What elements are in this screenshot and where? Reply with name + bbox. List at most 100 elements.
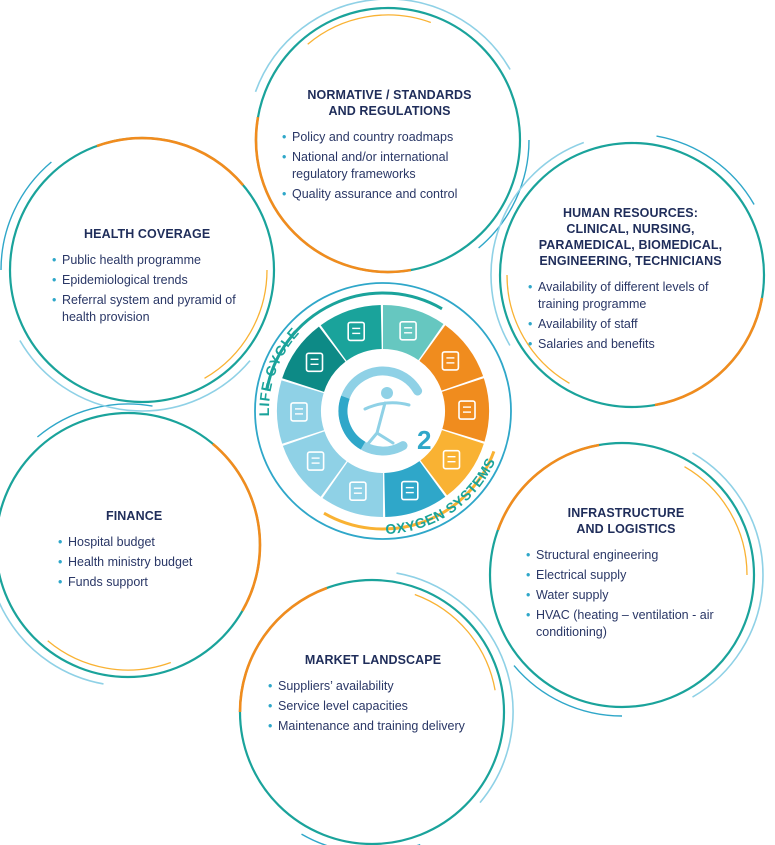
ring-accent-arc (211, 442, 262, 612)
title-line: INFRASTRUCTURE (567, 506, 685, 520)
ring-outer-arc (0, 602, 104, 685)
pillar-title: HEALTH COVERAGE (52, 226, 257, 242)
icon-body (442, 449, 461, 470)
icon-body (305, 352, 324, 373)
pillar-title: MARKET LANDSCAPE (268, 652, 478, 668)
pillar-market: MARKET LANDSCAPE Suppliers’ availability… (268, 652, 478, 738)
list-item: Funds support (58, 574, 238, 591)
icon-body (347, 321, 366, 342)
ring-inner-arc (684, 466, 748, 576)
ring-outer-arc (513, 665, 623, 717)
figure-body-icon (363, 401, 411, 447)
o2-subscript: 2 (417, 425, 431, 455)
list-item: Availability of different levels of trai… (528, 279, 733, 313)
wheel-segment (277, 380, 325, 444)
list-item: Epidemiological trends (52, 272, 257, 289)
handshake-icon (458, 400, 476, 420)
ring-accent-arc (254, 116, 412, 274)
ring-outer-arc (396, 572, 514, 804)
title-line: AND REGULATIONS (328, 104, 451, 118)
pillar-human-resources: HUMAN RESOURCES: CLINICAL, NURSING, PARA… (528, 205, 733, 356)
ring-accent-arc (96, 136, 245, 187)
list-item: Availability of staff (528, 316, 733, 333)
pillar-title: INFRASTRUCTURE AND LOGISTICS (526, 505, 726, 537)
wheel-orange-arc (323, 450, 496, 531)
pillar-items: Suppliers’ availability Service level ca… (268, 678, 478, 735)
icon-body (441, 351, 460, 371)
wheel-teal-arc (265, 291, 443, 391)
ring-outer-arc (19, 340, 251, 412)
clipboard-icon (399, 320, 417, 341)
wheel-segment (383, 305, 444, 361)
ring-inner-arc (307, 14, 432, 45)
icon-body (349, 481, 367, 502)
boxes-icon (441, 351, 460, 371)
wheel-segment (282, 431, 347, 497)
pillar-ring (0, 136, 276, 412)
list-item: Public health programme (52, 252, 257, 269)
ring-inner-arc (506, 274, 570, 384)
pillar-normative: NORMATIVE / STANDARDS AND REGULATIONS Po… (282, 87, 497, 206)
list-item: Quality assurance and control (282, 186, 497, 203)
ring-outer-arc (301, 833, 421, 845)
title-line: NORMATIVE / STANDARDS (307, 88, 472, 102)
ring-accent-arc (238, 586, 328, 713)
ring-outer-arc (656, 135, 755, 205)
wheel-segment (322, 461, 383, 518)
magnifier-icon (347, 321, 366, 342)
figure-head-icon (381, 387, 393, 399)
icon-body (458, 400, 476, 420)
pillar-infrastructure: INFRASTRUCTURE AND LOGISTICS Structural … (526, 505, 726, 644)
pillar-items: Policy and country roadmaps National and… (282, 129, 497, 203)
list-item: Policy and country roadmaps (282, 129, 497, 146)
pillar-title: NORMATIVE / STANDARDS AND REGULATIONS (282, 87, 497, 119)
ring-outer-arc (692, 452, 764, 698)
wheel-segment (384, 461, 446, 517)
list-item: Service level capacities (268, 698, 478, 715)
pillar-items: Public health programme Epidemiological … (52, 252, 257, 326)
list-item: Referral system and pyramid of health pr… (52, 292, 257, 326)
list-item: Structural engineering (526, 547, 726, 564)
ring-outer-arc (36, 403, 153, 438)
ring-outer-arc (478, 139, 530, 249)
list-item: Health ministry budget (58, 554, 238, 571)
pillar-items: Structural engineering Electrical supply… (526, 547, 726, 641)
ring-outer-arc (0, 161, 52, 271)
title-line: HEALTH COVERAGE (84, 227, 211, 241)
title-line: AND LOGISTICS (576, 522, 676, 536)
icon-body (290, 402, 308, 422)
ring-inner-arc (47, 640, 172, 671)
pillar-items: Availability of different levels of trai… (528, 279, 733, 353)
ring-outer-arc (254, 0, 511, 93)
pillar-health-coverage: HEALTH COVERAGE Public health programme … (52, 226, 257, 329)
icon-body (399, 320, 417, 341)
ring-inner-arc (204, 269, 268, 379)
title-line: MARKET LANDSCAPE (304, 653, 442, 667)
list-item: Maintenance and training delivery (268, 718, 478, 735)
icon-body (400, 480, 419, 501)
wheel-segment (320, 305, 382, 361)
title-line: CLINICAL, NURSING, (566, 222, 695, 236)
worker-icon (400, 480, 419, 501)
title-line: ENGINEERING, TECHNICIANS (539, 254, 722, 268)
pillar-title: FINANCE (58, 508, 238, 524)
list-item: Suppliers’ availability (268, 678, 478, 695)
list-item: Water supply (526, 587, 726, 604)
wheel-segment (420, 430, 484, 496)
list-item: Salaries and benefits (528, 336, 733, 353)
ring-accent-arc (654, 297, 764, 407)
title-line: PARAMEDICAL, BIOMEDICAL, (538, 238, 723, 252)
o2-ring-accent (338, 395, 366, 450)
certificate-icon (349, 481, 367, 502)
title-line: HUMAN RESOURCES: (563, 206, 698, 220)
list-item: Hospital budget (58, 534, 238, 551)
ring-accent-arc (496, 443, 600, 531)
checklist-icon (290, 402, 308, 422)
documents-icon (306, 451, 325, 471)
wheel-segment (441, 378, 489, 442)
monitor-icon (305, 352, 324, 373)
crane-icon (442, 449, 461, 470)
icon-body (306, 451, 325, 471)
title-line: FINANCE (106, 509, 163, 523)
